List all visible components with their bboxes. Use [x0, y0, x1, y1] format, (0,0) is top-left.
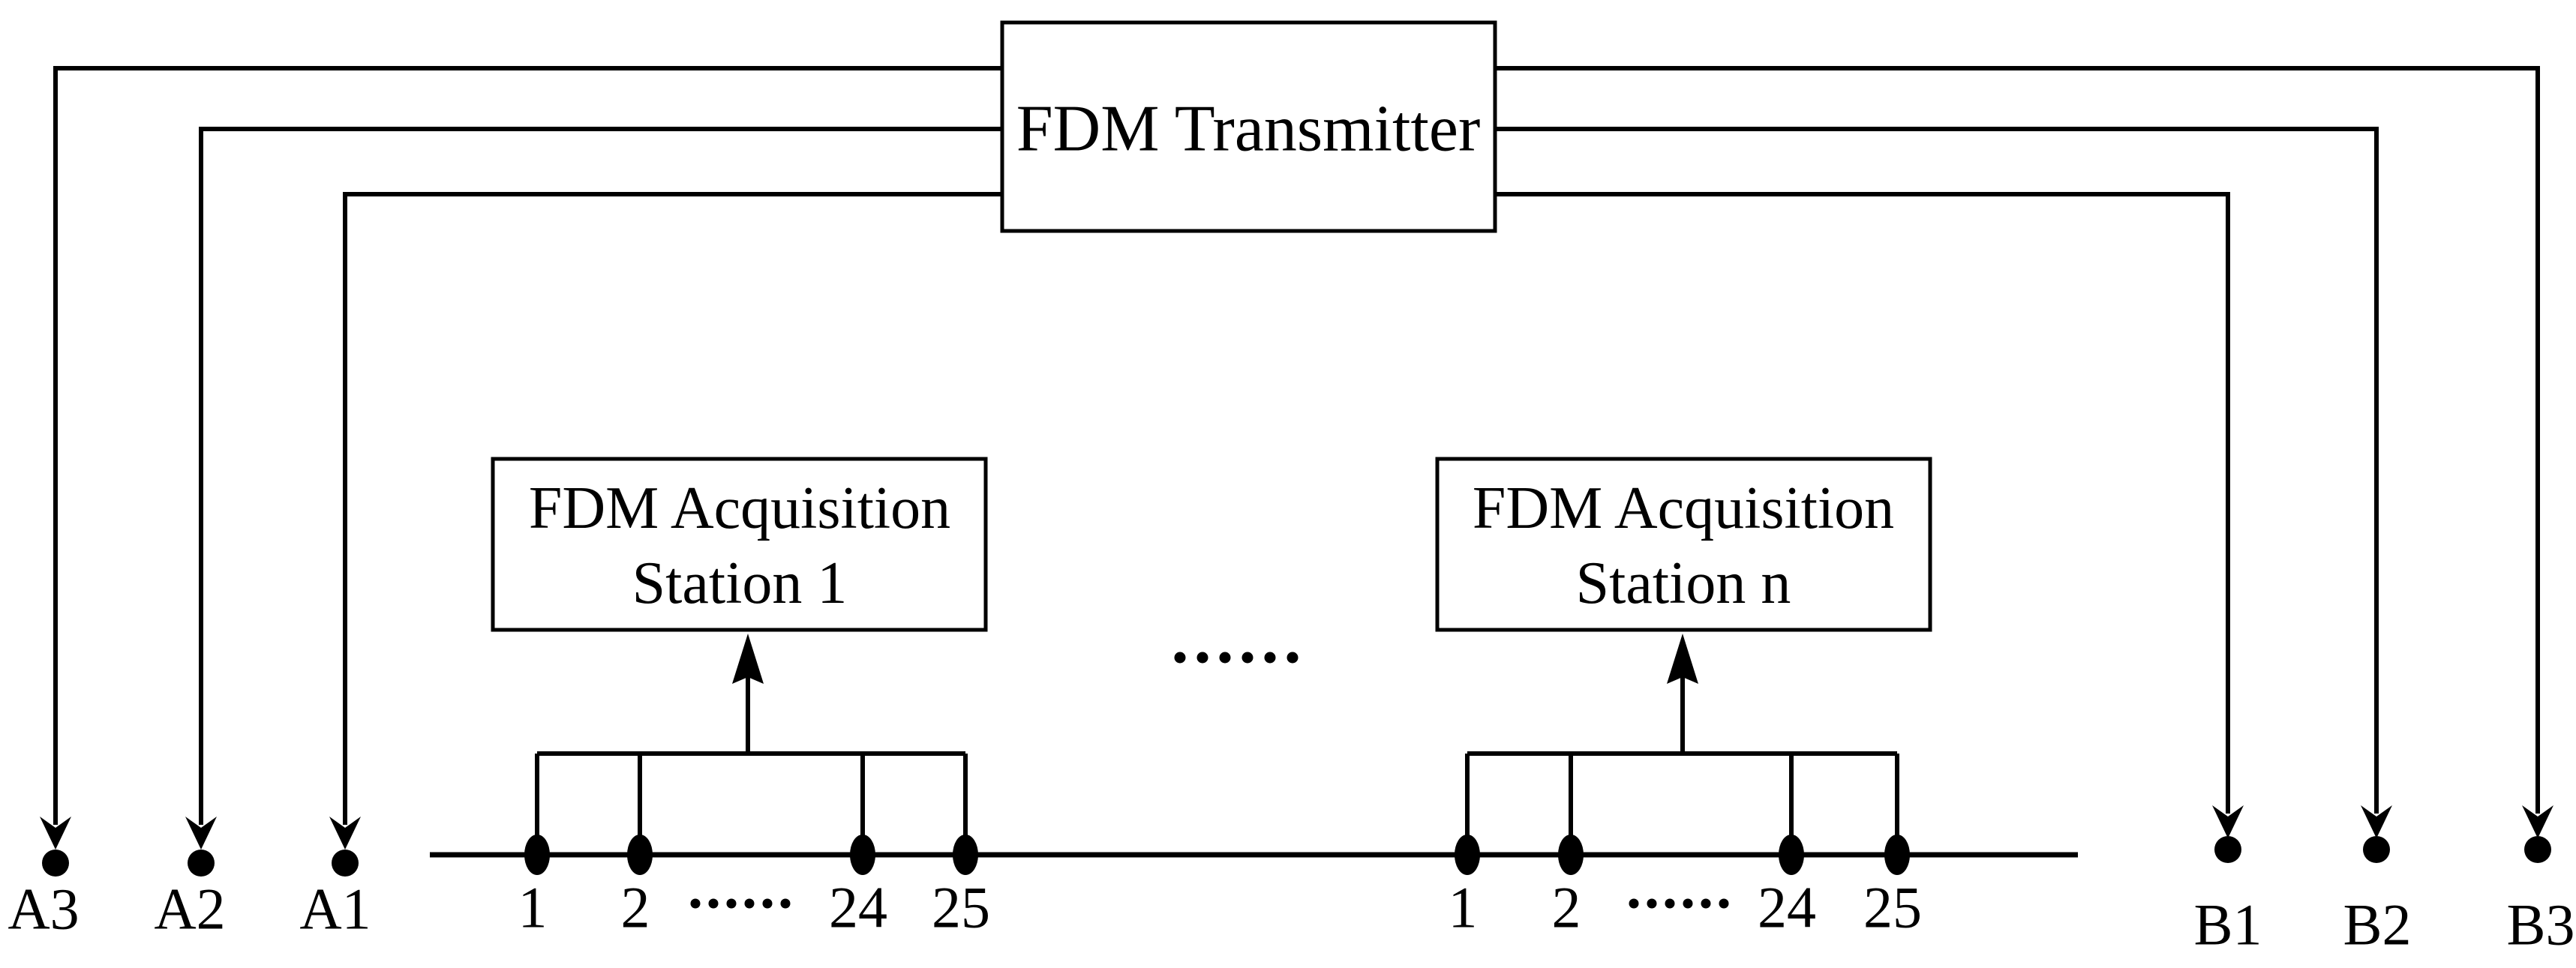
- electrode-label-b2: B2: [2343, 892, 2411, 958]
- acquisition-station-n-box: [1435, 457, 1932, 632]
- ellipsis-dot: [1683, 898, 1693, 909]
- station-1-channel-label-25: 25: [932, 875, 990, 940]
- electrode-dot-a3: [42, 850, 69, 877]
- station-1-channel-label-1: 1: [518, 875, 548, 940]
- ellipsis-dot: [1196, 652, 1208, 664]
- electrode-dot-a2: [188, 850, 215, 877]
- ellipsis-dot: [1719, 898, 1729, 909]
- ellipsis-dot: [1647, 898, 1657, 909]
- station-1-tap-dot-24: [850, 835, 875, 875]
- station-1-tap-dot-1: [524, 835, 550, 875]
- electrode-dot-a1: [332, 850, 359, 877]
- station-n-uplink-arrowhead-icon: [1667, 634, 1698, 684]
- electrode-dot-b1: [2214, 836, 2241, 863]
- electrode-label-a2: A2: [154, 877, 225, 942]
- acquisition-station-1-label-line2: Station 1: [632, 550, 848, 616]
- acquisition-station-n-label-line1: FDM Acquisition: [1473, 475, 1894, 541]
- wire-b3: [1495, 66, 2540, 814]
- electrode-label-b3: B3: [2506, 892, 2574, 958]
- acquisition-station-1-box: [491, 457, 988, 632]
- station-n-channel-label-24: 24: [1758, 875, 1816, 940]
- electrode-label-b1: B1: [2193, 892, 2262, 958]
- ellipsis-dot: [1665, 898, 1675, 909]
- station-n-tap-dot-24: [1779, 835, 1804, 875]
- station-1-channel-ellipsis: [690, 898, 791, 909]
- wire-a3: [53, 66, 1002, 825]
- left-feed-wires: A3 A2 A1: [8, 66, 1002, 942]
- ellipsis-dot: [708, 898, 719, 909]
- ellipsis-dot: [762, 898, 773, 909]
- station-n-channel-label-25: 25: [1863, 875, 1922, 940]
- arrowhead-b1-icon: [2212, 805, 2244, 838]
- ellipsis-dot: [744, 898, 755, 909]
- right-feed-wires: B3 B2 B1: [1495, 66, 2575, 958]
- station-n-tap-dot-1: [1455, 835, 1480, 875]
- ellipsis-dot: [1241, 652, 1253, 664]
- electrode-dot-b3: [2524, 836, 2551, 863]
- fdm-transmitter-label: FDM Transmitter: [1016, 93, 1481, 166]
- ellipsis-dot: [1174, 652, 1186, 664]
- arrowhead-a2-icon: [185, 817, 217, 850]
- station-1-channel-label-24: 24: [829, 875, 887, 940]
- acquisition-station-n: FDM Acquisition Station n 1 2 24 25: [1435, 457, 1932, 940]
- ellipsis-dot: [1286, 652, 1299, 664]
- ellipsis-dot: [1264, 652, 1276, 664]
- acquisition-station-1-label-line1: FDM Acquisition: [529, 475, 950, 541]
- ellipsis-dot: [1701, 898, 1711, 909]
- station-n-tap-dot-25: [1884, 835, 1910, 875]
- ellipsis-dot: [780, 898, 791, 909]
- wire-a1: [343, 192, 1002, 825]
- station-1-tap-dot-25: [953, 835, 978, 875]
- station-1-channel-label-2: 2: [621, 875, 650, 940]
- between-stations-ellipsis: [1174, 652, 1299, 664]
- station-n-channel-ellipsis: [1629, 898, 1729, 909]
- electrode-label-a1: A1: [299, 877, 371, 942]
- electrode-label-a3: A3: [8, 877, 79, 942]
- acquisition-station-n-label-line2: Station n: [1576, 550, 1791, 616]
- station-1-tap-dot-2: [627, 835, 653, 875]
- electrode-dot-b2: [2363, 836, 2390, 863]
- fdm-transmitter: FDM Transmitter: [1000, 20, 1497, 233]
- ellipsis-dot: [690, 898, 701, 909]
- arrowhead-b3-icon: [2522, 805, 2553, 838]
- arrowhead-a1-icon: [329, 817, 361, 850]
- ellipsis-dot: [1219, 652, 1231, 664]
- acquisition-station-1: FDM Acquisition Station 1 1 2 24 25: [491, 457, 990, 940]
- station-1-uplink-arrowhead-icon: [732, 634, 764, 684]
- station-n-channel-label-1: 1: [1449, 875, 1478, 940]
- fdm-transmitter-box: [1000, 20, 1497, 233]
- ellipsis-dot: [726, 898, 737, 909]
- arrowhead-a3-icon: [40, 817, 71, 850]
- station-n-tap-dot-2: [1558, 835, 1584, 875]
- arrowhead-b2-icon: [2361, 805, 2392, 838]
- wire-a2: [199, 127, 1002, 825]
- wire-b2: [1495, 127, 2379, 814]
- wire-b1: [1495, 192, 2230, 814]
- station-n-channel-label-2: 2: [1552, 875, 1581, 940]
- ellipsis-dot: [1629, 898, 1639, 909]
